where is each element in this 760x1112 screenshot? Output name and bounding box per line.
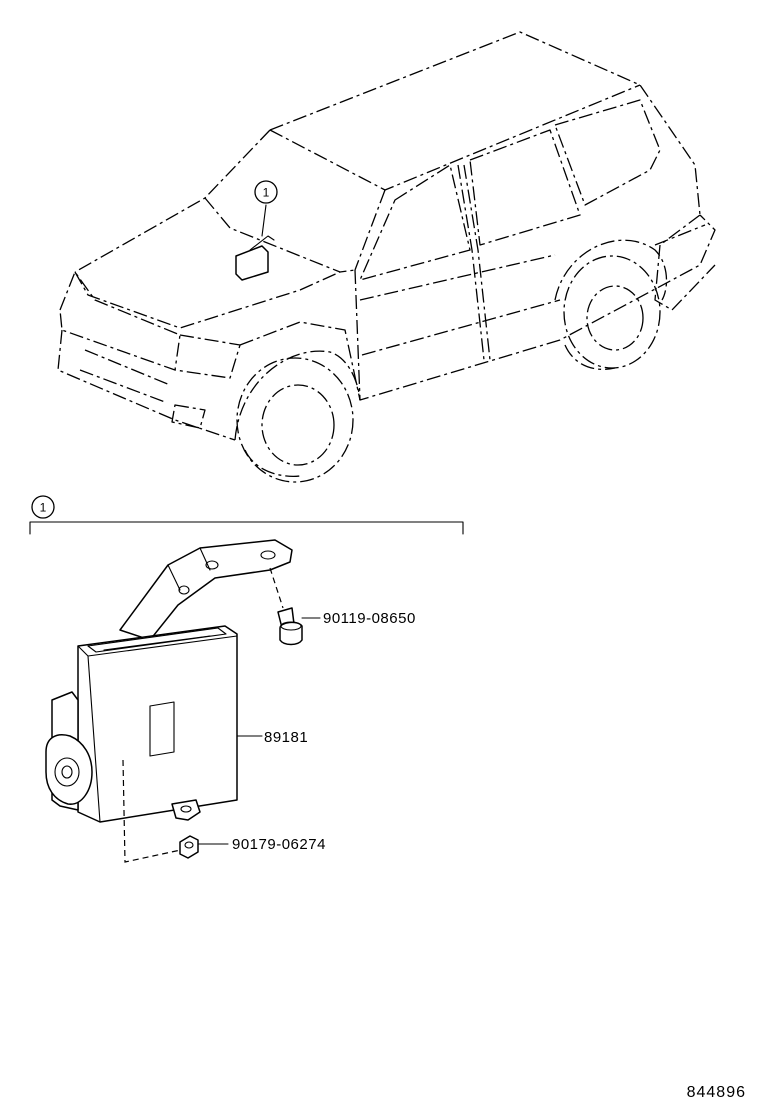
assembly-group-bracket: 1 <box>29 495 464 535</box>
diagram-id: 844896 <box>687 1084 746 1101</box>
vehicle-illustration: 1 <box>57 31 716 483</box>
part-label-ecu: 89181 <box>264 729 308 746</box>
vehicle-callout: 1 <box>254 180 278 204</box>
ecu-location-marker <box>235 245 269 281</box>
part-label-nut: 90179-06274 <box>232 836 326 853</box>
nut-90179-06274 <box>179 835 199 859</box>
vehicle-callout-number: 1 <box>263 186 270 200</box>
part-label-bolt: 90119-08650 <box>323 610 416 627</box>
assembly-group-number: 1 <box>40 501 47 515</box>
bolt-90119-08650 <box>277 607 303 646</box>
ecu-exploded-view <box>45 539 321 863</box>
